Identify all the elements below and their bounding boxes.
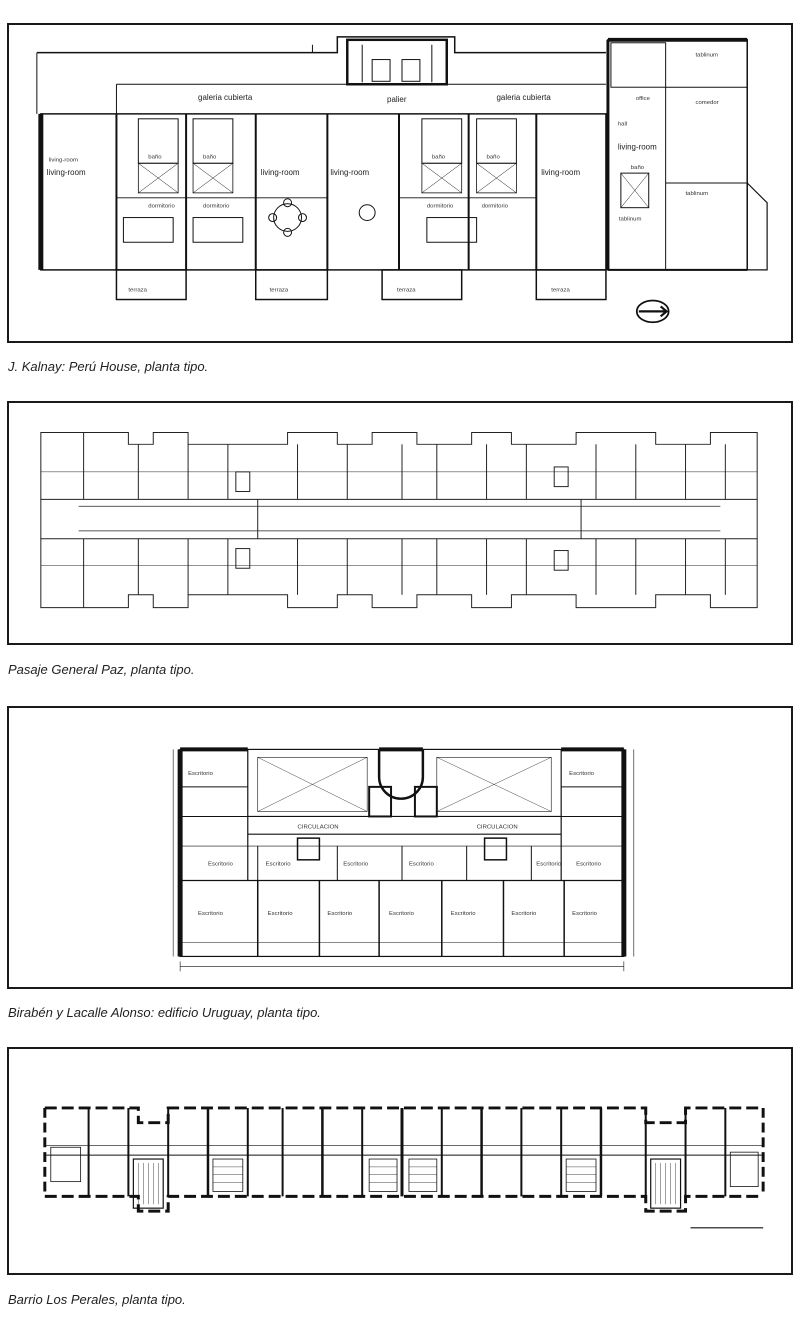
label-bano-1: baño bbox=[148, 154, 162, 160]
label-terraza-4: terraza bbox=[551, 288, 570, 294]
label-living-room-6: living-room bbox=[49, 157, 78, 163]
label-tablinum-3: tablinum bbox=[619, 217, 642, 223]
label-hall: hall bbox=[618, 122, 627, 128]
label-living-room-3: living-room bbox=[330, 168, 369, 177]
label-living-room-2: living-room bbox=[261, 168, 300, 177]
label-escritorio-mid-3: Escritorio bbox=[343, 862, 369, 868]
label-escritorio-mid-6: Escritorio bbox=[576, 862, 602, 868]
label-escritorio-bottom-4: Escritorio bbox=[389, 911, 415, 917]
label-escritorio-mid-4: Escritorio bbox=[409, 862, 435, 868]
label-escritorio-bottom-2: Escritorio bbox=[268, 911, 294, 917]
label-galeria-cubierta-left: galeria cubierta bbox=[198, 93, 253, 102]
label-bano-2: baño bbox=[203, 154, 217, 160]
peru-house-floor-plan: galeria cubierta galeria cubierta palier… bbox=[36, 36, 768, 324]
label-escritorio-mid-5: Escritorio bbox=[536, 862, 562, 868]
label-galeria-cubierta-right: galeria cubierta bbox=[497, 93, 552, 102]
caption-pasaje-general-paz: Pasaje General Paz, planta tipo. bbox=[8, 662, 195, 677]
label-office: office bbox=[636, 96, 651, 102]
label-comedor: comedor bbox=[695, 100, 718, 106]
label-escritorio-bottom-5: Escritorio bbox=[451, 911, 477, 917]
label-escritorio-top-right: Escritorio bbox=[569, 771, 595, 777]
barrio-los-perales-floor-plan bbox=[43, 1106, 765, 1229]
label-escritorio-top-left: Escritorio bbox=[188, 771, 214, 777]
label-circulacion-right: CIRCULACION bbox=[477, 824, 518, 830]
label-tablinum-2: tablinum bbox=[686, 191, 709, 197]
caption-edificio-uruguay: Birabén y Lacalle Alonso: edificio Urugu… bbox=[8, 1005, 321, 1020]
caption-barrio-los-perales: Barrio Los Perales, planta tipo. bbox=[8, 1292, 186, 1307]
label-bano-4: baño bbox=[487, 154, 501, 160]
label-dormitorio-1: dormitorio bbox=[148, 204, 175, 210]
caption-peru-house: J. Kalnay: Perú House, planta tipo. bbox=[8, 359, 209, 374]
label-circulacion-left: CIRCULACION bbox=[298, 824, 339, 830]
label-living-room-4: living-room bbox=[541, 168, 580, 177]
label-living-room-1: living-room bbox=[47, 168, 86, 177]
label-escritorio-bottom-7: Escritorio bbox=[572, 911, 598, 917]
label-tablinum-1: tablinum bbox=[695, 53, 718, 59]
label-escritorio-mid-2: Escritorio bbox=[266, 862, 292, 868]
label-dormitorio-4: dormitorio bbox=[482, 204, 509, 210]
plan-panel-peru-house: galeria cubierta galeria cubierta palier… bbox=[7, 23, 793, 343]
plan-panel-pasaje-general-paz bbox=[7, 401, 793, 645]
label-escritorio-mid-1: Escritorio bbox=[208, 862, 234, 868]
label-dormitorio-3: dormitorio bbox=[427, 204, 454, 210]
pasaje-general-paz-floor-plan bbox=[40, 432, 758, 609]
plan-panel-barrio-los-perales bbox=[7, 1047, 793, 1275]
label-terraza-2: terraza bbox=[270, 288, 289, 294]
label-living-room-5: living-room bbox=[618, 142, 657, 151]
label-escritorio-bottom-1: Escritorio bbox=[198, 911, 224, 917]
label-bano-5: baño bbox=[631, 165, 645, 171]
label-palier: palier bbox=[387, 95, 407, 104]
plan-panel-edificio-uruguay: Escritorio Escritorio CIRCULACION CIRCUL… bbox=[7, 706, 793, 989]
edificio-uruguay-floor-plan: Escritorio Escritorio CIRCULACION CIRCUL… bbox=[172, 747, 635, 972]
label-dormitorio-2: dormitorio bbox=[203, 204, 230, 210]
label-escritorio-bottom-6: Escritorio bbox=[511, 911, 537, 917]
label-terraza-3: terraza bbox=[397, 288, 416, 294]
label-bano-3: baño bbox=[432, 154, 446, 160]
label-escritorio-bottom-3: Escritorio bbox=[327, 911, 353, 917]
label-terraza-1: terraza bbox=[128, 288, 147, 294]
